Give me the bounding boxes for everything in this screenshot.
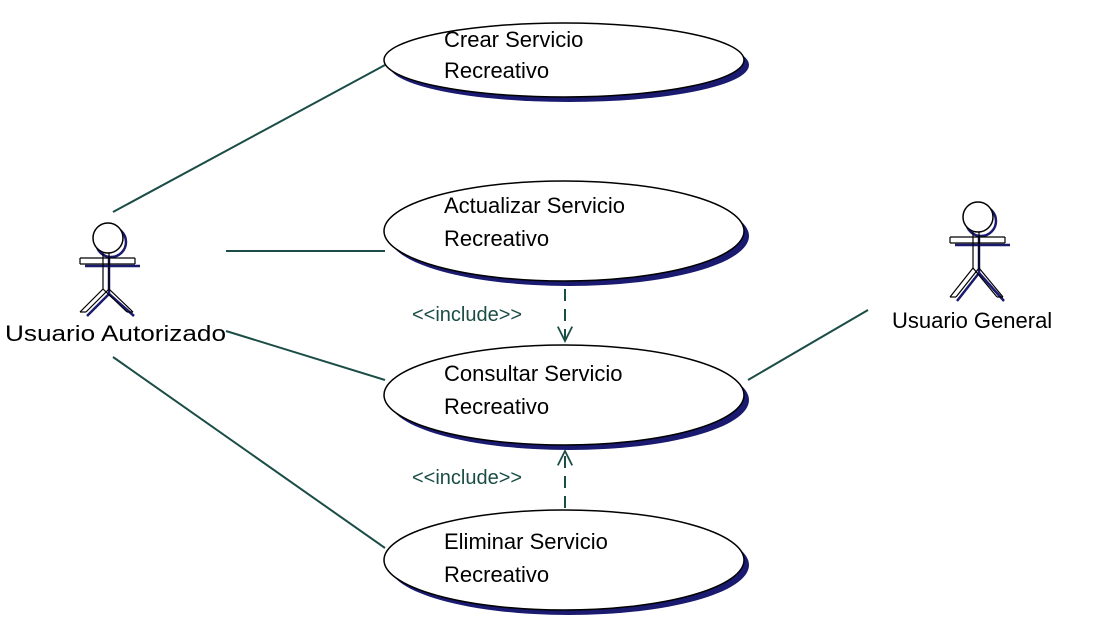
actor-autorizado-label: Usuario Autorizado — [5, 321, 226, 346]
actor-usuario-general[interactable]: Usuario General — [892, 201, 1052, 333]
use-case-actualizar-label-line1: Actualizar Servicio — [444, 193, 625, 218]
assoc-general-consultar — [747, 309, 869, 381]
use-case-crear-label-line1: Crear Servicio — [444, 27, 583, 52]
actor-autorizado-icon — [79, 222, 140, 317]
use-case-consultar[interactable]: Consultar Servicio Recreativo — [383, 344, 749, 450]
use-case-eliminar-label-line1: Eliminar Servicio — [444, 529, 608, 554]
use-case-actualizar[interactable]: Actualizar Servicio Recreativo — [383, 180, 749, 286]
use-case-actualizar-ellipse — [383, 180, 745, 282]
actor-usuario-autorizado[interactable]: Usuario Autorizado — [5, 222, 226, 346]
use-case-crear-label-line2: Recreativo — [444, 58, 549, 83]
actor-general-icon — [949, 201, 1010, 302]
use-case-eliminar-label-line2: Recreativo — [444, 562, 549, 587]
use-case-consultar-ellipse — [383, 344, 745, 446]
use-case-consultar-label-line2: Recreativo — [444, 394, 549, 419]
use-case-consultar-label-line1: Consultar Servicio — [444, 361, 623, 386]
assoc-autorizado-consultar — [225, 330, 386, 381]
assoc-autorizado-eliminar — [112, 356, 386, 549]
use-case-actualizar-label-line2: Recreativo — [444, 226, 549, 251]
use-case-crear[interactable]: Crear Servicio Recreativo — [383, 22, 749, 102]
actor-general-label: Usuario General — [892, 308, 1052, 333]
use-case-crear-ellipse — [383, 22, 745, 98]
use-case-eliminar-ellipse — [383, 509, 745, 611]
associations — [112, 64, 869, 549]
use-case-eliminar[interactable]: Eliminar Servicio Recreativo — [383, 509, 749, 615]
assoc-autorizado-crear — [112, 64, 386, 213]
include-label-1: <<include>> — [412, 304, 522, 326]
include-label-2: <<include>> — [412, 467, 522, 489]
